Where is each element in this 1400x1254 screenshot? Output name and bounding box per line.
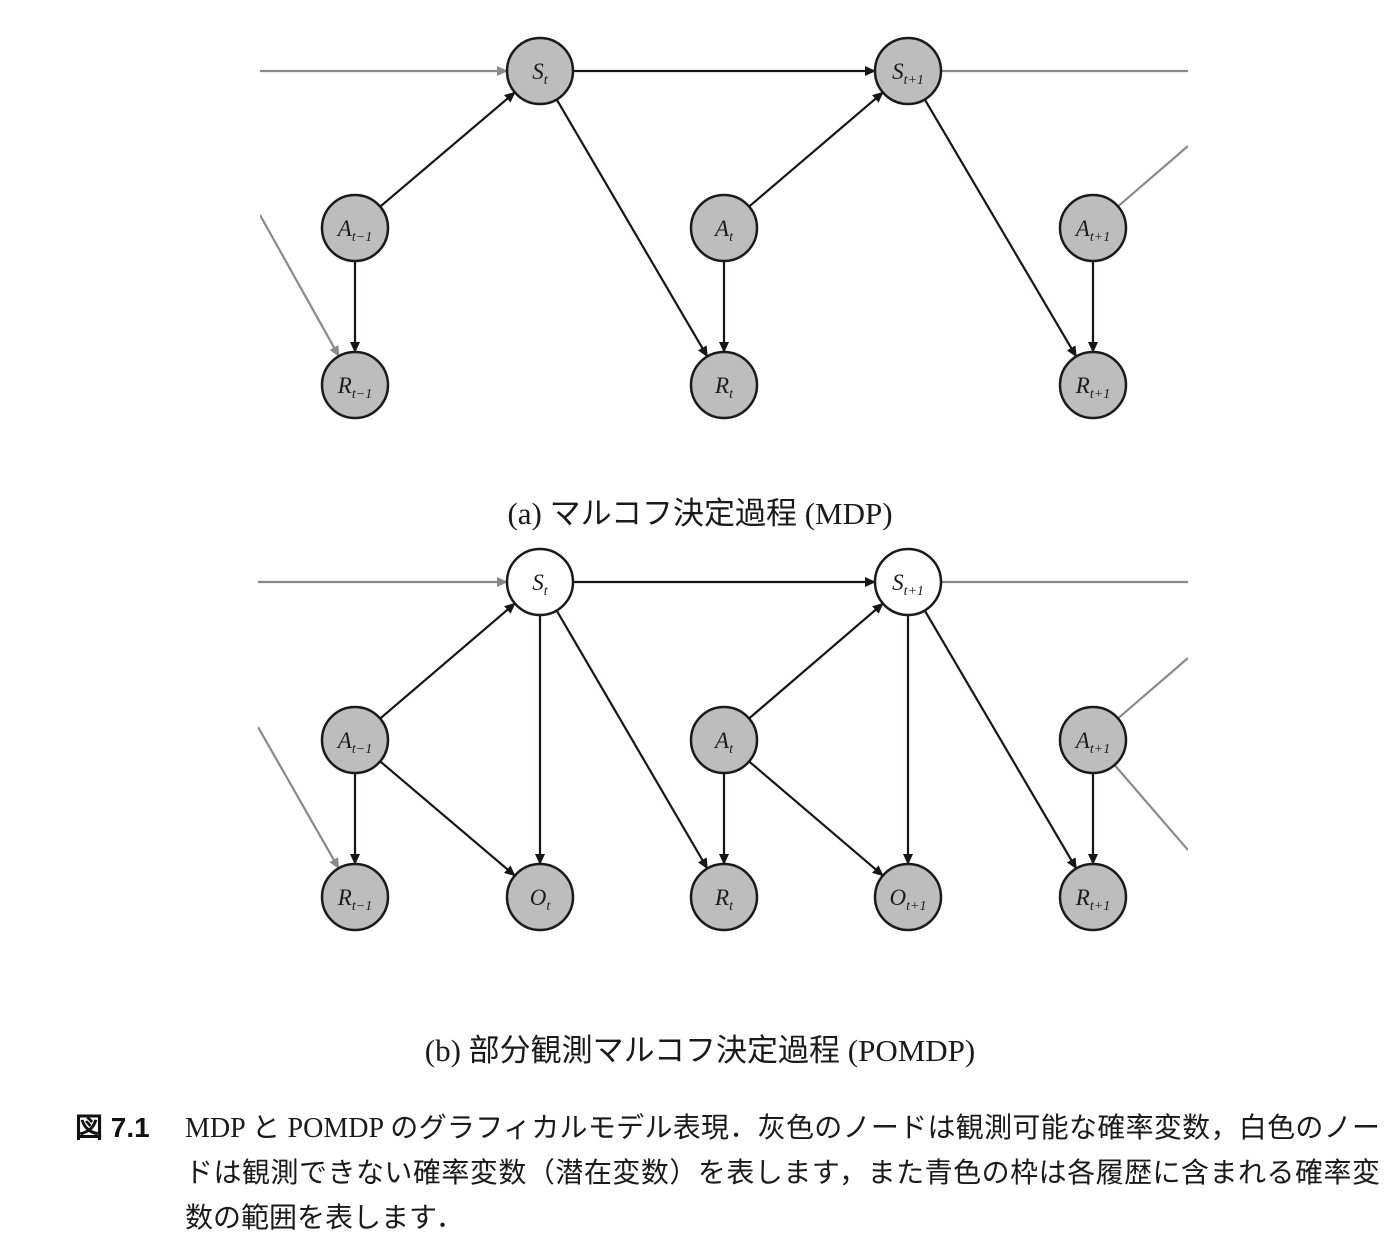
faded-edge (1113, 764, 1188, 851)
faded-edge (1117, 145, 1188, 208)
node-label: Rt+1 (1075, 373, 1110, 402)
history-box: Ht+1 (0, 0, 39, 10)
node-label: Ot (530, 885, 552, 914)
node-A_t1: At+1 (1058, 705, 1128, 775)
history-box: Htˇ (0, 0, 22, 10)
faded-edge (1117, 657, 1188, 720)
subcaption-mdp: (a) マルコフ決定過程 (MDP) (507, 496, 893, 531)
node-R_tm1: Rt−1 (320, 350, 390, 420)
node-S_t1: St+1 (873, 547, 943, 617)
panel-mdp: HtHt+1St St+1At−1 At At+1Rt−1 Rt Rt+1 (0, 0, 1188, 420)
node-A_t: At (689, 705, 759, 775)
edge-S_t1-to-R_t1 (923, 609, 1078, 870)
node-S_t: St (505, 36, 575, 106)
node-label: At+1 (1074, 728, 1110, 757)
node-label: Rt (714, 373, 734, 402)
edge-A_tm1-to-O_t (379, 760, 516, 877)
node-label: St+1 (892, 59, 924, 88)
node-label: At−1 (336, 216, 372, 245)
faded-edge (260, 214, 340, 358)
node-label: At−1 (336, 728, 372, 757)
node-O_t: Ot (505, 862, 575, 932)
history-box: Ht+1ˇ (0, 0, 39, 10)
history-box-label: Ht+1 (0, 0, 39, 10)
edge-A_t-to-O_t1 (748, 760, 884, 877)
node-A_tm1: At−1 (320, 193, 390, 263)
node-label: At (713, 728, 734, 757)
node-A_t1: At+1 (1058, 193, 1128, 263)
node-R_t1: Rt+1 (1058, 350, 1128, 420)
edge-S_t-to-R_t (555, 98, 709, 358)
figure-number: 図 7.1 (75, 1112, 150, 1143)
node-A_t: At (689, 193, 759, 263)
caption-text: MDP と POMDP のグラフィカルモデル表現．灰色のノードは観測可能な確率変… (185, 1113, 1380, 1234)
faded-edge (258, 726, 340, 870)
node-label: At+1 (1074, 216, 1110, 245)
node-label: St+1 (892, 570, 924, 599)
history-box: Ht (0, 0, 22, 10)
check-accent: ˇ (0, 0, 6, 4)
node-label: Ot+1 (890, 885, 927, 914)
node-R_tm1: Rt−1 (320, 862, 390, 932)
node-S_t1: St+1 (873, 36, 943, 106)
node-O_t1: Ot+1 (873, 862, 943, 932)
node-label: Rt+1 (1075, 885, 1110, 914)
node-label: At (713, 216, 734, 245)
history-box-label: Ht+1 (0, 0, 39, 10)
edge-S_t-to-R_t (555, 609, 709, 870)
node-label: St (532, 59, 549, 88)
node-R_t: Rt (689, 350, 759, 420)
edge-A_t-to-S_t1 (748, 91, 884, 208)
node-R_t1: Rt+1 (1058, 862, 1128, 932)
subcaption-pomdp: (b) 部分観測マルコフ決定過程 (POMDP) (424, 1033, 976, 1068)
node-S_t: St (505, 547, 575, 617)
node-label: Rt−1 (337, 885, 372, 914)
node-label: Rt (714, 885, 734, 914)
edge-S_t1-to-R_t1 (923, 98, 1078, 358)
node-label: St (532, 570, 549, 599)
check-accent: ˇ (0, 0, 6, 4)
history-box-label: Ht (0, 0, 22, 10)
node-A_tm1: At−1 (320, 705, 390, 775)
edge-A_tm1-to-S_t (379, 91, 516, 208)
edge-A_t-to-S_t1 (748, 602, 884, 720)
edge-A_tm1-to-S_t (379, 602, 516, 720)
node-label: Rt−1 (337, 373, 372, 402)
node-R_t: Rt (689, 862, 759, 932)
history-box-label: Ht (0, 0, 22, 10)
